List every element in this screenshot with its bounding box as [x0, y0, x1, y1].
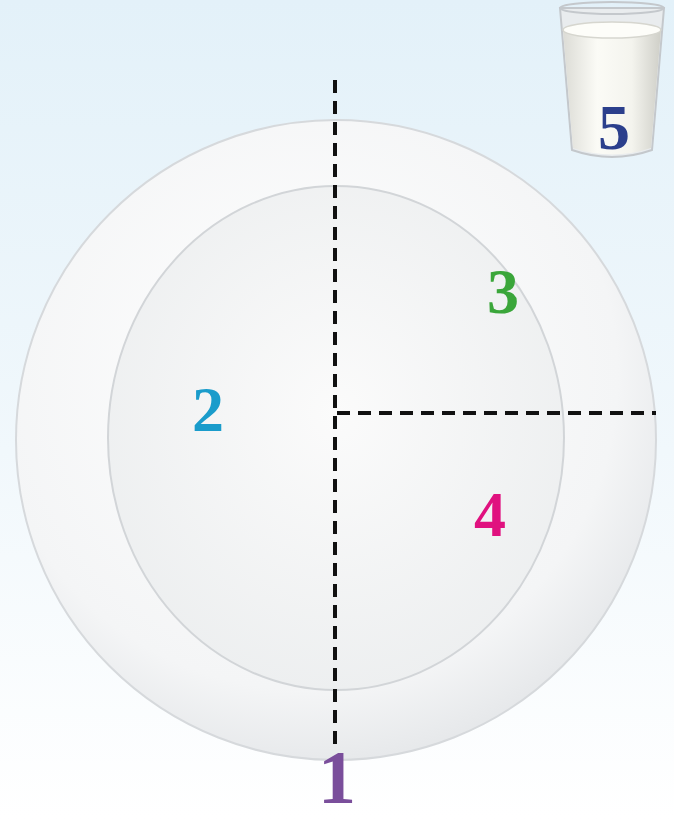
callout-number: 2	[192, 378, 224, 442]
callout-number: 1	[318, 739, 356, 815]
divider-line	[337, 411, 656, 415]
callout-number: 5	[598, 96, 630, 160]
divider-line	[333, 80, 337, 745]
callout-number: 3	[487, 260, 519, 324]
callout-number: 4	[474, 483, 506, 547]
